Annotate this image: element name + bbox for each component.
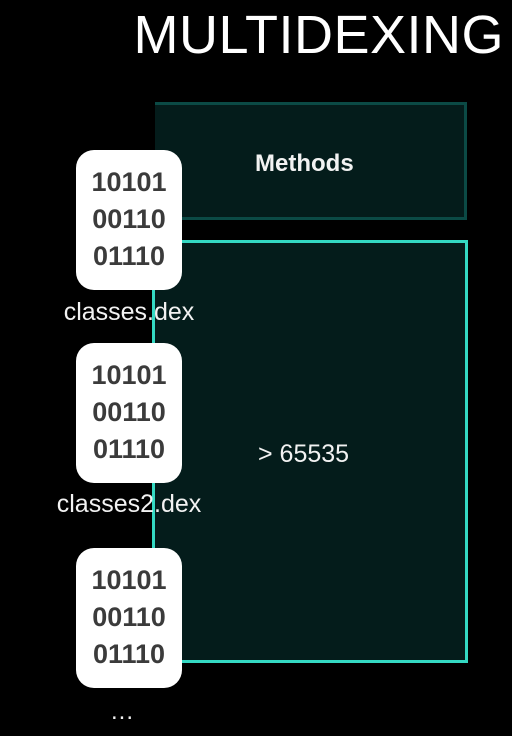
binary-line: 10101	[91, 167, 167, 197]
binary-line: 00110	[92, 204, 166, 234]
dex-file-card: 10101 00110 01110	[76, 343, 182, 483]
dex-file-card: 10101 00110 01110	[76, 548, 182, 688]
page-title: MULTIDEXING	[133, 5, 504, 65]
binary-line: 01110	[92, 241, 166, 271]
methods-box	[155, 102, 467, 220]
binary-line: 00110	[92, 397, 166, 427]
methods-label: Methods	[255, 150, 354, 177]
binary-line: 10101	[91, 360, 167, 390]
dex-file-name: classes.dex	[63, 298, 195, 326]
binary-line: 01110	[92, 434, 166, 464]
method-count-box	[152, 240, 468, 663]
more-files-ellipsis: ...	[111, 698, 135, 725]
binary-line: 01110	[92, 639, 166, 669]
binary-line: 00110	[92, 602, 166, 632]
dex-file-card: 10101 00110 01110	[76, 150, 182, 290]
binary-line: 10101	[91, 565, 167, 595]
dex-file-name: classes2.dex	[56, 490, 202, 518]
method-count-label: > 65535	[258, 440, 350, 468]
